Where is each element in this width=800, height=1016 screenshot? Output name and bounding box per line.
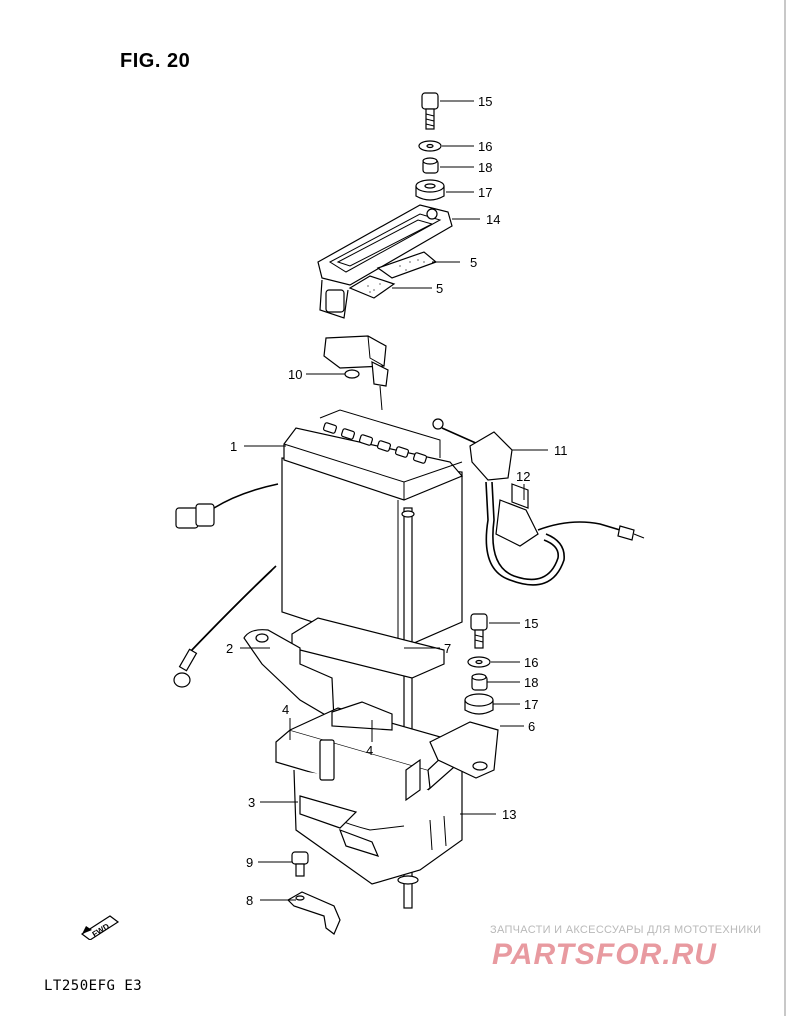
callout-3: 3 xyxy=(248,795,255,810)
callout-5: 5 xyxy=(470,255,477,270)
callout-17: 17 xyxy=(524,697,538,712)
pad-lower xyxy=(348,275,396,299)
bolt-lower xyxy=(291,851,309,877)
battery xyxy=(281,409,463,651)
callout-16: 16 xyxy=(478,139,492,154)
figure-title: FIG. 20 xyxy=(120,50,191,72)
callout-18: 18 xyxy=(478,160,492,175)
callout-6: 6 xyxy=(528,719,535,734)
breather-rod xyxy=(397,507,419,909)
page-edge xyxy=(784,0,786,1016)
forward-arrow-icon: FWD xyxy=(80,915,120,940)
terminal-cover xyxy=(323,335,389,411)
callout-15: 15 xyxy=(524,616,538,631)
cushion-top xyxy=(415,179,445,201)
callout-numbers: 15 16 18 17 14 5 5 10 1 11 12 15 2 7 16 … xyxy=(226,94,568,908)
callout-15: 15 xyxy=(478,94,492,109)
leader-lines xyxy=(240,100,548,901)
cable-clamp xyxy=(287,891,341,935)
callout-12: 12 xyxy=(516,469,530,484)
callout-10: 10 xyxy=(288,367,302,382)
callout-17: 17 xyxy=(478,185,492,200)
washer-top xyxy=(418,140,442,152)
positive-lead xyxy=(432,418,565,586)
collar-side xyxy=(471,673,488,691)
cushion-side xyxy=(464,693,494,715)
washer-side xyxy=(467,656,491,668)
bolt-top xyxy=(421,92,439,130)
battery-bracket-right xyxy=(429,721,499,779)
callout-11: 11 xyxy=(554,443,568,458)
watermark-logo-text: PARTSFOR.RU xyxy=(492,938,717,970)
callout-2: 2 xyxy=(226,641,233,656)
fuse-holder xyxy=(495,483,645,547)
callout-5: 5 xyxy=(436,281,443,296)
negative-lead xyxy=(173,483,279,688)
callout-14: 14 xyxy=(486,212,500,227)
watermark-tagline: ЗАПЧАСТИ И АКСЕССУАРЫ ДЛЯ МОТОТЕХНИКИ xyxy=(490,924,762,936)
callout-4: 4 xyxy=(282,702,289,717)
battery-case-pads xyxy=(299,701,393,829)
callout-9: 9 xyxy=(246,855,253,870)
battery-cell-caps xyxy=(322,422,428,464)
watermark-logo: PARTSFOR.RU xyxy=(492,938,717,970)
callout-13: 13 xyxy=(502,807,516,822)
callout-8: 8 xyxy=(246,893,253,908)
battery-holder-bracket xyxy=(317,204,453,319)
model-code: LT250EFG E3 xyxy=(44,978,143,994)
battery-case xyxy=(275,707,463,885)
collar-top xyxy=(422,157,439,174)
callout-1: 1 xyxy=(230,439,237,454)
callout-18: 18 xyxy=(524,675,538,690)
bolt-side xyxy=(470,613,488,649)
callout-4: 4 xyxy=(366,743,373,758)
callout-16: 16 xyxy=(524,655,538,670)
callout-7: 7 xyxy=(444,641,451,656)
